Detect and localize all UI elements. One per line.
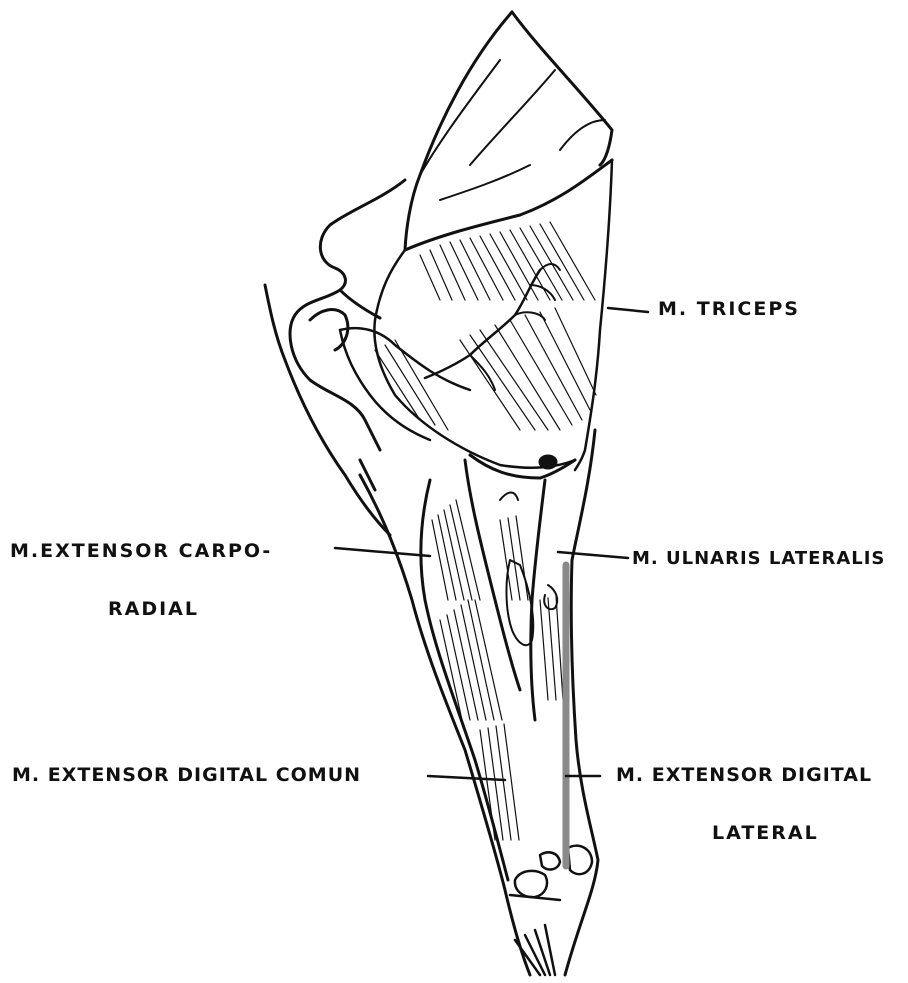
forearm-muscle-hatching bbox=[432, 493, 563, 841]
label-extensor-digital-comun: M. EXTENSOR DIGITAL COMUN bbox=[12, 764, 361, 786]
label-extensor-digital-lateral-line1: M. EXTENSOR DIGITAL bbox=[616, 764, 872, 786]
scapula-outline bbox=[405, 12, 612, 250]
forearm-outline bbox=[360, 430, 598, 975]
label-extensor-carpo-radial-line2: RADIAL bbox=[108, 598, 199, 620]
label-extensor-digital-lateral-line2: LATERAL bbox=[712, 822, 819, 844]
leader-triceps bbox=[608, 308, 648, 312]
leader-extensor-carpo-radial bbox=[335, 548, 430, 556]
label-extensor-carpo-radial-line1: M.EXTENSOR CARPO- bbox=[10, 540, 272, 562]
label-ulnaris-lateralis: M. ULNARIS LATERALIS bbox=[632, 548, 885, 569]
leader-extensor-digital-comun bbox=[428, 776, 505, 780]
triceps-muscle bbox=[340, 160, 612, 470]
label-triceps: M. TRICEPS bbox=[658, 298, 800, 320]
humeral-head bbox=[265, 180, 405, 535]
leader-ulnaris-lateralis bbox=[558, 552, 628, 558]
